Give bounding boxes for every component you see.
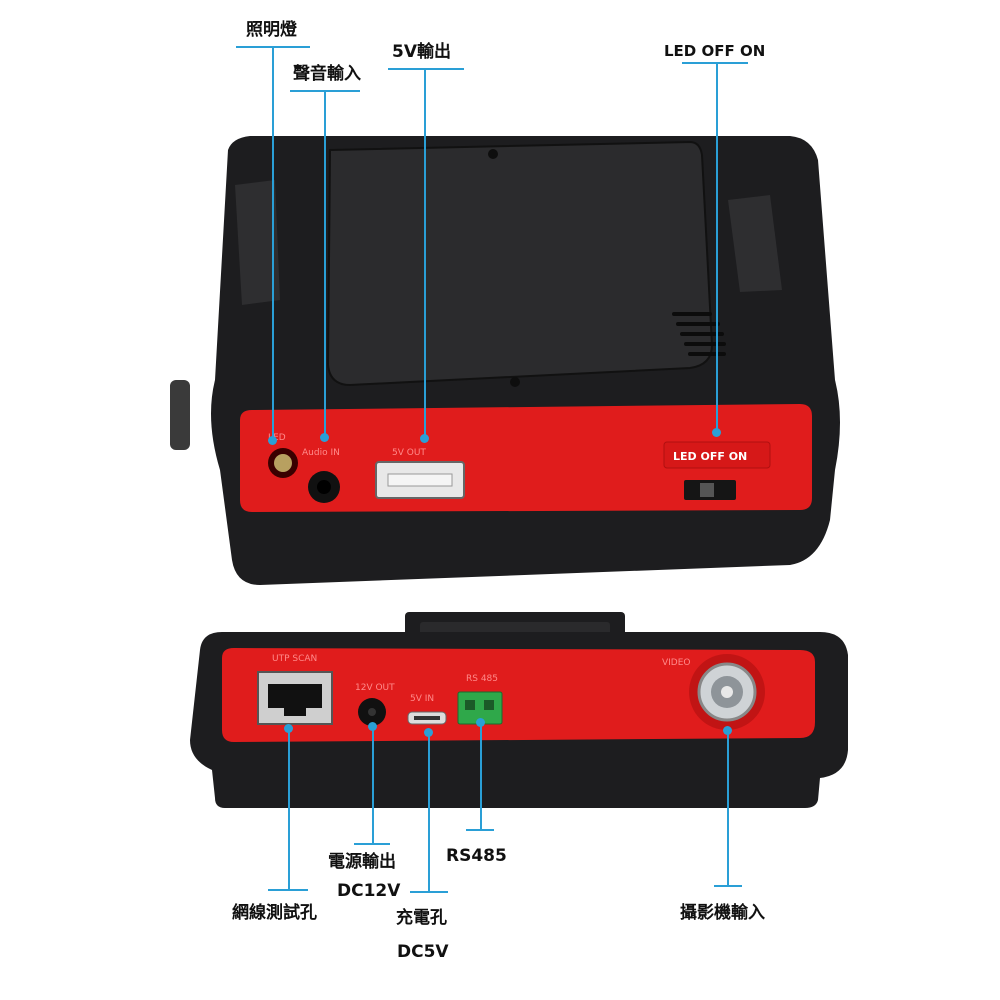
silk-utp-scan: UTP SCAN xyxy=(272,654,317,664)
silk-5v-in: 5V IN xyxy=(410,694,434,704)
rs485-terminal-screw-2 xyxy=(484,700,494,710)
leader-5v-out xyxy=(424,68,426,438)
callout-charge-port: 充電孔 xyxy=(396,908,447,928)
leader-led-light xyxy=(272,46,274,442)
led-switch-label-plate xyxy=(663,441,771,469)
leader-audio-in-dot xyxy=(320,433,329,442)
leader-camera-in-end xyxy=(714,885,742,887)
leader-power-out-end xyxy=(354,843,390,845)
battery-cover-screw xyxy=(488,149,498,159)
micro-usb-port-opening xyxy=(414,716,440,720)
silk-12v-out: 12V OUT xyxy=(355,683,395,693)
silk-5v-out: 5V OUT xyxy=(392,448,426,458)
leader-power-out xyxy=(372,726,374,844)
callout-charge-port-sub: DC5V xyxy=(397,942,449,962)
leader-led-switch-dot xyxy=(712,428,721,437)
callout-audio-in: 聲音輸入 xyxy=(293,64,361,84)
callout-5v-out: 5V輸出 xyxy=(392,42,451,62)
side-knob xyxy=(170,380,190,450)
silk-led: LED xyxy=(268,433,286,443)
callout-power-out-sub: DC12V xyxy=(337,881,401,901)
leader-led-switch-top xyxy=(682,62,748,64)
leader-5v-out-dot xyxy=(420,434,429,443)
stand-bracket-right xyxy=(728,195,782,292)
silk-led-off-on: LED OFF ON xyxy=(673,450,747,463)
silk-audio-in: Audio IN xyxy=(302,448,340,458)
rj45-port-opening xyxy=(268,684,322,716)
led-lamp-lens xyxy=(274,454,292,472)
leader-camera-in xyxy=(727,730,729,886)
leader-led-switch xyxy=(716,62,718,432)
leader-charge-port-end xyxy=(410,891,448,893)
callout-rs485: RS485 xyxy=(446,846,507,866)
leader-charge-port xyxy=(428,732,430,892)
bottom-view-device xyxy=(190,612,848,808)
callout-camera-in: 攝影機輸入 xyxy=(680,903,765,923)
leader-network-test xyxy=(288,728,290,890)
callout-power-out: 電源輸出 xyxy=(328,852,396,872)
audio-jack-hole xyxy=(317,480,331,494)
silk-rs485: RS 485 xyxy=(466,674,498,684)
callout-network-test: 網線測試孔 xyxy=(232,903,317,923)
bnc-video-connector-pin xyxy=(721,686,733,698)
battery-cover xyxy=(326,140,714,387)
silk-video: VIDEO xyxy=(662,658,691,668)
led-slide-switch-knob xyxy=(700,483,714,497)
leader-audio-in xyxy=(324,90,326,437)
leader-network-test-end xyxy=(268,889,308,891)
usb-port-tongue xyxy=(387,473,453,487)
leader-rs485 xyxy=(480,722,482,830)
stand-bracket-left xyxy=(235,180,280,305)
callout-led-switch: LED OFF ON xyxy=(664,42,766,60)
leader-led-light-dot xyxy=(268,436,277,445)
top-view-device xyxy=(170,136,840,585)
dc12v-out-pin xyxy=(368,708,376,716)
leader-5v-out-top xyxy=(388,68,464,70)
body-screw xyxy=(510,377,520,387)
callout-led-light: 照明燈 xyxy=(246,20,297,40)
leader-rs485-end xyxy=(466,829,494,831)
rs485-terminal-screw-1 xyxy=(465,700,475,710)
